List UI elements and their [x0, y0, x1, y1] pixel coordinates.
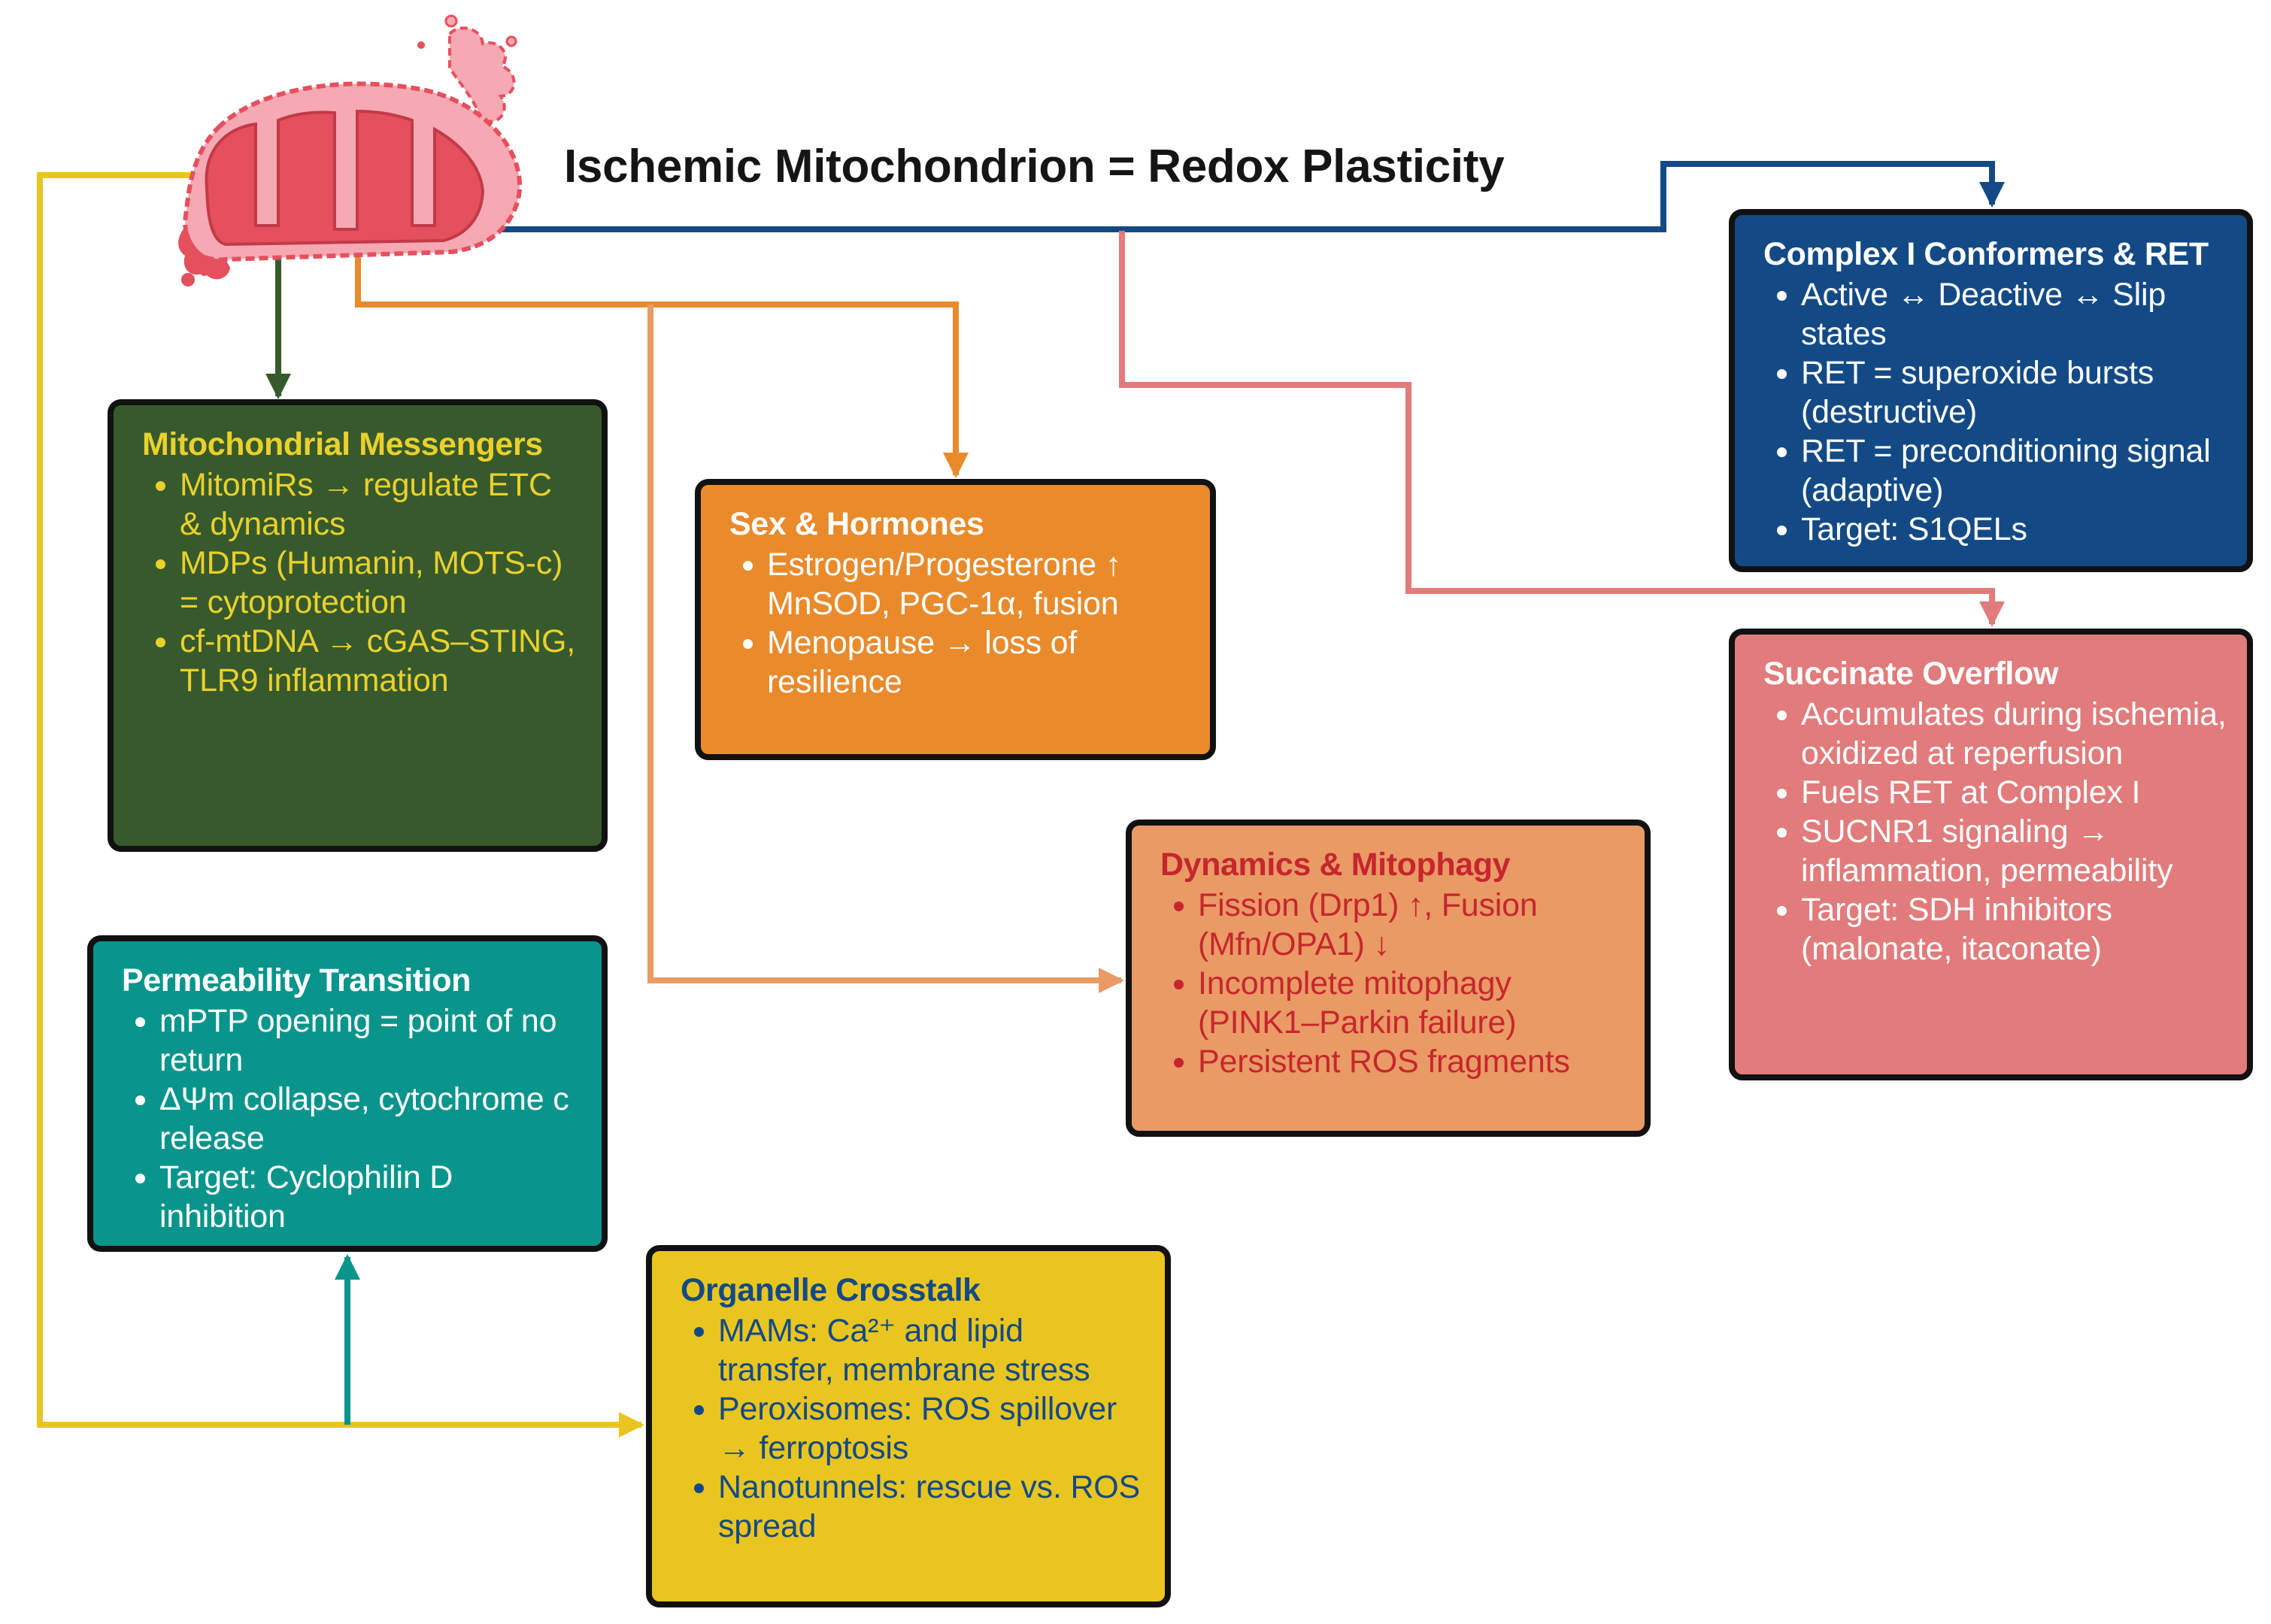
- box-title: Sex & Hormones: [729, 506, 984, 542]
- dynamics-mitophagy-box: Dynamics & Mitophagy Fission (Drp1) ↑, F…: [1126, 820, 1651, 1137]
- arrow-to-crosstalk: [37, 172, 644, 1438]
- box-title: Organelle Crosstalk: [681, 1272, 981, 1308]
- arrow-to-dynamics: [647, 304, 1124, 993]
- complex-i-ret-box: Complex I Conformers & RET Active ↔ Deac…: [1729, 209, 2253, 572]
- box-list: MitomiRs → regulate ETC & dynamics MDPs …: [142, 465, 582, 700]
- mitochondrial-messengers-box: Mitochondrial Messengers MitomiRs → regu…: [108, 399, 608, 852]
- box-list: Active ↔ Deactive ↔ Slip states RET = su…: [1763, 275, 2227, 549]
- box-title: Permeability Transition: [122, 962, 471, 998]
- list-item: Persistent ROS fragments: [1198, 1042, 1625, 1081]
- box-list: Fission (Drp1) ↑, Fusion (Mfn/OPA1) ↓ In…: [1160, 886, 1625, 1081]
- list-item: RET = superoxide bursts (destructive): [1801, 353, 2227, 432]
- list-item: Fission (Drp1) ↑, Fusion (Mfn/OPA1) ↓: [1198, 886, 1625, 964]
- box-list: mPTP opening = point of no return ΔΨm co…: [122, 1001, 582, 1236]
- organelle-crosstalk-box: Organelle Crosstalk MAMs: Ca²⁺ and lipid…: [646, 1245, 1171, 1607]
- list-item: ΔΨm collapse, cytochrome c release: [159, 1080, 582, 1158]
- arrow-to-succinate: [1119, 231, 2005, 627]
- list-item: Peroxisomes: ROS spillover → ferroptosis: [718, 1389, 1145, 1468]
- list-item: Fuels RET at Complex I: [1801, 773, 2227, 812]
- box-list: MAMs: Ca²⁺ and lipid transfer, membrane …: [681, 1311, 1145, 1546]
- list-item: cf-mtDNA → cGAS–STING, TLR9 inflammation: [180, 622, 582, 700]
- list-item: mPTP opening = point of no return: [159, 1001, 582, 1080]
- mitochondrion-icon: [178, 14, 523, 286]
- list-item: Menopause → loss of resilience: [767, 623, 1190, 701]
- box-title: Succinate Overflow: [1763, 656, 2058, 692]
- list-item: SUCNR1 signaling → inflammation, permeab…: [1801, 812, 2227, 890]
- arrow-to-complex-i: [500, 161, 2005, 232]
- permeability-transition-box: Permeability Transition mPTP opening = p…: [87, 935, 608, 1252]
- list-item: Incomplete mitophagy (PINK1–Parkin failu…: [1198, 964, 1625, 1042]
- list-item: Active ↔ Deactive ↔ Slip states: [1801, 275, 2227, 353]
- list-item: Nanotunnels: rescue vs. ROS spread: [718, 1468, 1145, 1546]
- list-item: MAMs: Ca²⁺ and lipid transfer, membrane …: [718, 1311, 1145, 1389]
- box-title: Dynamics & Mitophagy: [1160, 847, 1511, 883]
- list-item: MitomiRs → regulate ETC & dynamics: [180, 465, 582, 544]
- box-title: Complex I Conformers & RET: [1763, 236, 2209, 272]
- list-item: Estrogen/Progesterone ↑ MnSOD, PGC-1α, f…: [767, 545, 1190, 623]
- box-list: Estrogen/Progesterone ↑ MnSOD, PGC-1α, f…: [729, 545, 1190, 701]
- list-item: Accumulates during ischemia, oxidized at…: [1801, 695, 2227, 773]
- box-list: Accumulates during ischemia, oxidized at…: [1763, 695, 2227, 968]
- list-item: Target: SDH inhibitors (malonate, itacon…: [1801, 890, 2227, 968]
- diagram-title: Ischemic Mitochondrion = Redox Plasticit…: [564, 141, 1505, 192]
- sex-hormones-box: Sex & Hormones Estrogen/Progesterone ↑ M…: [695, 479, 1216, 760]
- list-item: RET = preconditioning signal (adaptive): [1801, 432, 2227, 510]
- succinate-overflow-box: Succinate Overflow Accumulates during is…: [1729, 629, 2253, 1080]
- list-item: Target: Cyclophilin D inhibition: [159, 1158, 582, 1236]
- box-title: Mitochondrial Messengers: [142, 426, 543, 462]
- list-item: Target: S1QELs: [1801, 510, 2227, 549]
- list-item: MDPs (Humanin, MOTS-c) = cytoprotection: [180, 544, 582, 622]
